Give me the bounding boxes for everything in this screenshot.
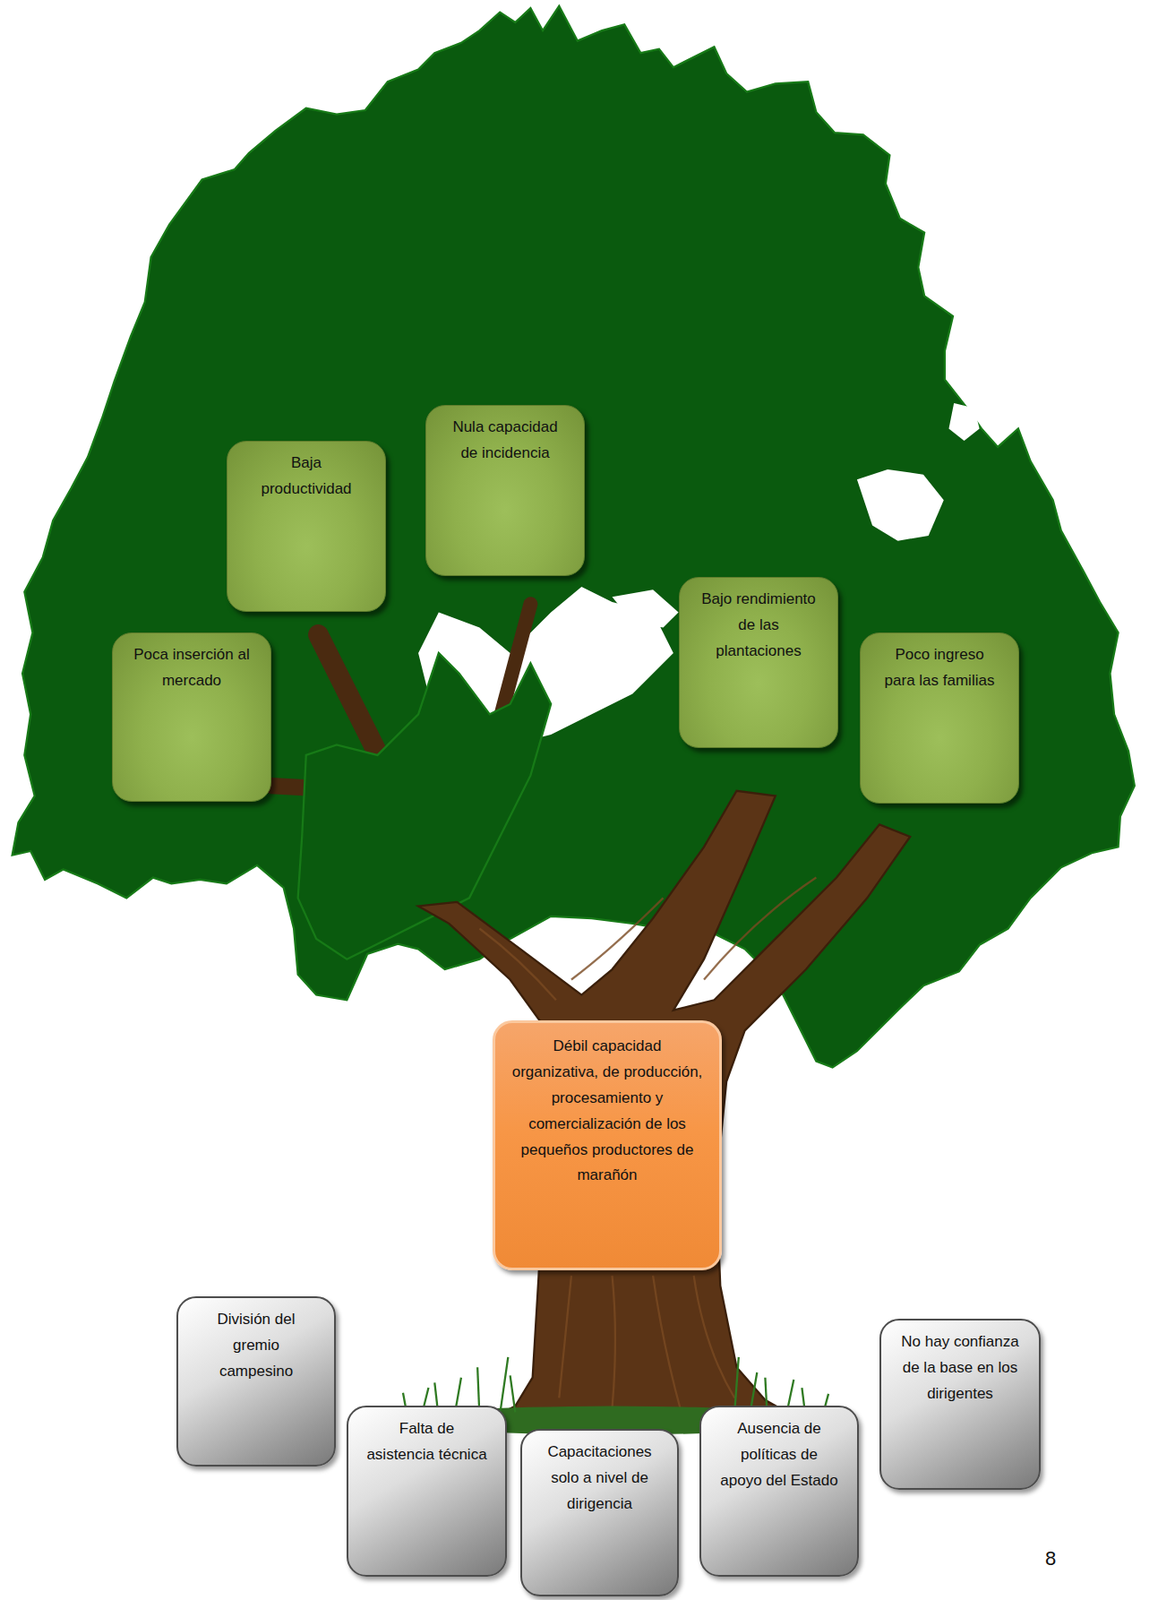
- canopy-gap: [857, 469, 944, 541]
- box-text: No hay confianza de la base en los dirig…: [899, 1329, 1021, 1407]
- cause-box: Falta de asistencia técnica: [346, 1405, 507, 1577]
- canopy-gap: [612, 589, 679, 627]
- cause-box: Ausencia de políticas de apoyo del Estad…: [699, 1405, 859, 1577]
- box-text: Débil capacidad organizativa, de producc…: [511, 1033, 704, 1189]
- effect-box: Baja productividad: [226, 440, 386, 612]
- page-number-text: 8: [1045, 1546, 1056, 1570]
- box-text: División del gremio campesino: [196, 1306, 317, 1385]
- box-text: Nula capacidad de incidencia: [444, 414, 567, 467]
- box-text: Poca inserción al mercado: [130, 642, 253, 695]
- effect-box: Nula capacidad de incidencia: [425, 404, 585, 576]
- cause-box: No hay confianza de la base en los dirig…: [879, 1318, 1041, 1490]
- effect-box: Poco ingreso para las familias: [859, 632, 1020, 804]
- box-text: Bajo rendimiento de las plantaciones: [697, 586, 820, 665]
- box-text: Ausencia de políticas de apoyo del Estad…: [719, 1415, 840, 1494]
- page-number: 8: [1045, 1546, 1056, 1570]
- box-text: Capacitaciones solo a nivel de dirigenci…: [540, 1439, 660, 1518]
- bark-texture: [479, 877, 816, 1414]
- canopy-gap: [948, 403, 979, 441]
- box-text: Baja productividad: [245, 450, 368, 503]
- box-text: Falta de asistencia técnica: [366, 1415, 488, 1468]
- problem-box: Débil capacidad organizativa, de producc…: [492, 1020, 722, 1270]
- tree-canopy: [12, 6, 1135, 1068]
- cause-box: División del gremio campesino: [176, 1295, 336, 1467]
- tree-trunk: [418, 790, 910, 1427]
- effect-box: Bajo rendimiento de las plantaciones: [678, 576, 839, 748]
- effect-box: Poca inserción al mercado: [111, 632, 272, 802]
- cause-box: Capacitaciones solo a nivel de dirigenci…: [520, 1428, 679, 1596]
- canopy-lobe: [298, 652, 552, 960]
- box-text: Poco ingreso para las familias: [878, 642, 1001, 695]
